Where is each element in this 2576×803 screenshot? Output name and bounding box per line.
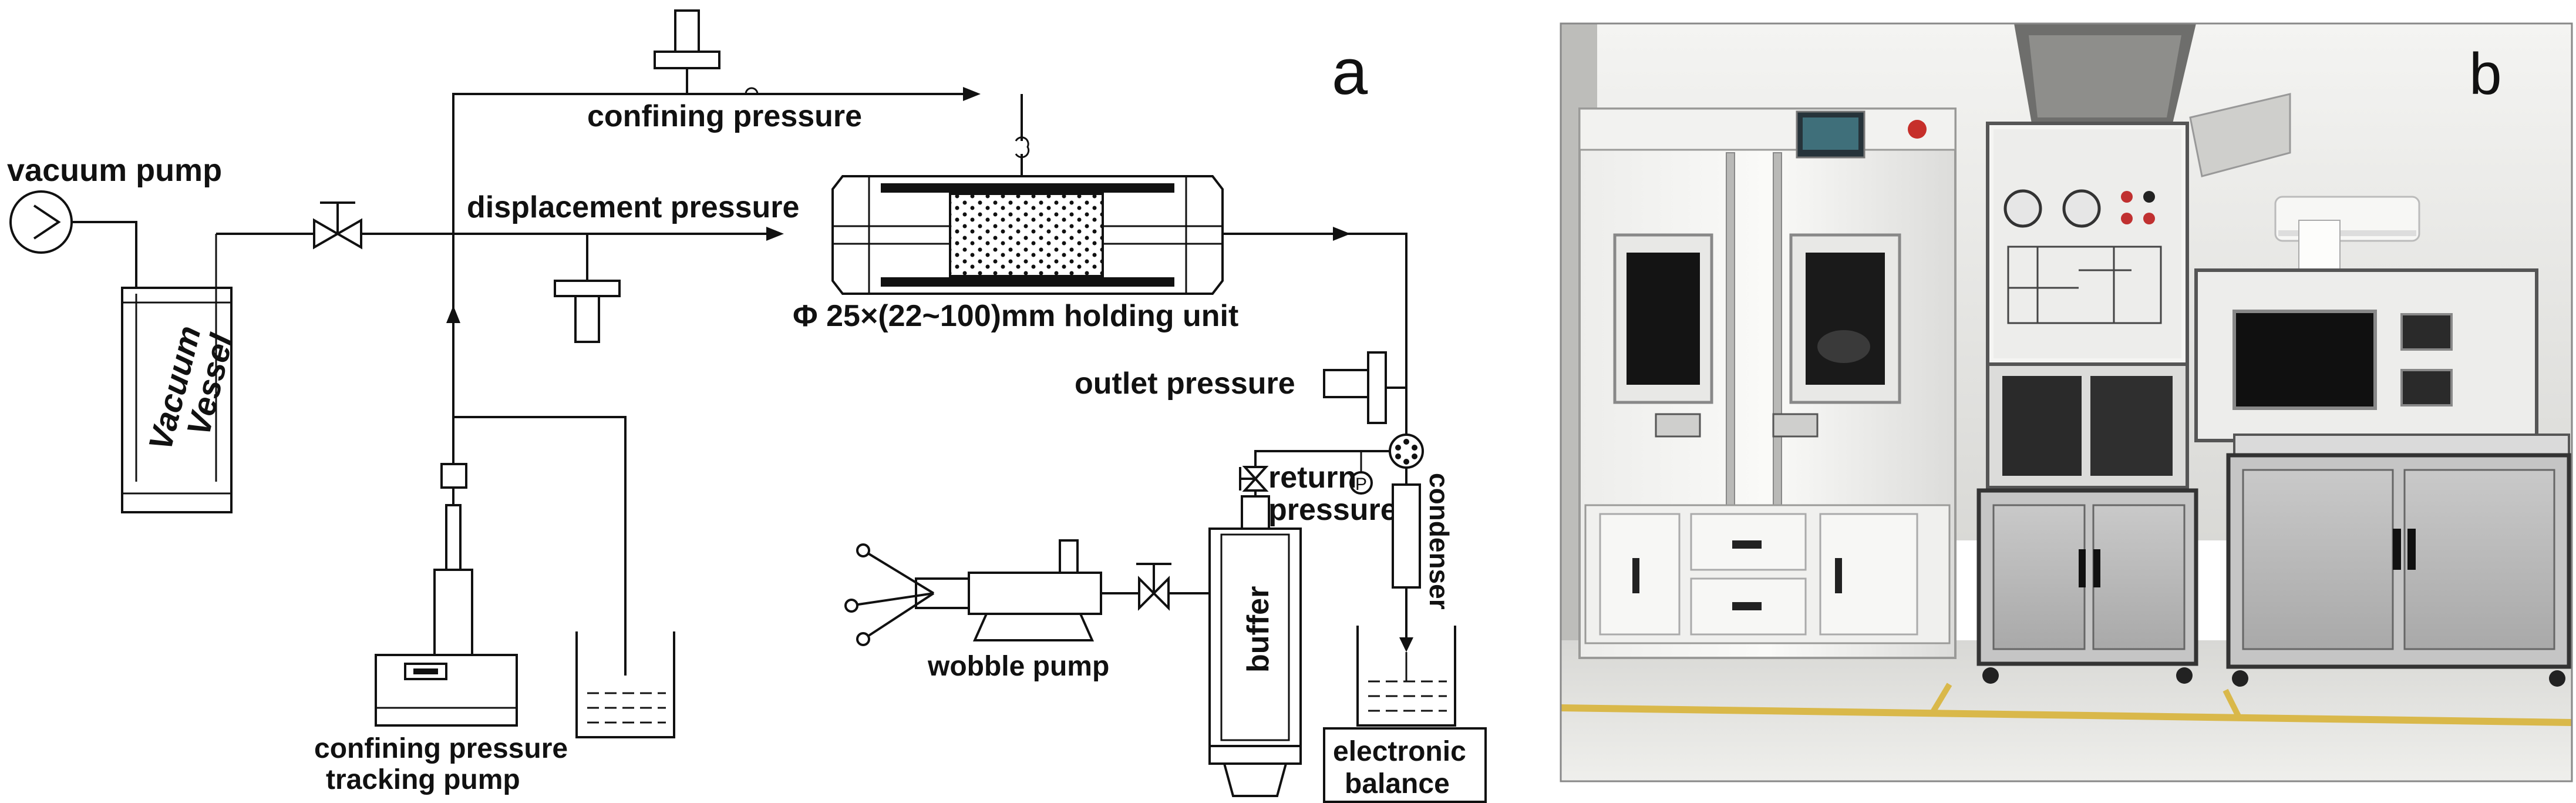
outlet-pressure-label: outlet pressure bbox=[1075, 367, 1295, 401]
vacuum-valve bbox=[313, 201, 362, 250]
panel-label-b: b bbox=[2469, 41, 2502, 107]
wobble-pump bbox=[844, 539, 1210, 646]
return-gauge-symbol: P bbox=[1355, 475, 1367, 494]
control-panel-cabinet bbox=[1976, 122, 2198, 684]
balance-label-2: balance bbox=[1345, 768, 1450, 799]
displacement-gauge bbox=[554, 234, 621, 343]
confining-line bbox=[452, 93, 963, 464]
condenser-label: condenser bbox=[1424, 473, 1454, 610]
six-way-valve bbox=[1389, 434, 1424, 469]
return-pressure-label-1: return bbox=[1268, 461, 1356, 495]
condenser bbox=[1392, 468, 1421, 652]
outlet-gauge bbox=[1323, 351, 1406, 424]
environmental-chamber bbox=[1578, 107, 1957, 659]
displacement-pressure-label: displacement pressure bbox=[467, 190, 799, 224]
confining-arrow-right bbox=[963, 87, 981, 101]
buffer-vessel bbox=[1208, 495, 1302, 797]
outlet-line bbox=[1223, 233, 1407, 435]
confining-gauge bbox=[654, 9, 720, 94]
return-pressure-label-2: pressure bbox=[1268, 493, 1398, 527]
holding-unit-label: Φ 25×(22~100)mm holding unit bbox=[793, 299, 1238, 333]
displacement-arrow bbox=[766, 227, 784, 241]
return-valve bbox=[1239, 466, 1269, 492]
tracking-pump-label-2: tracking pump bbox=[326, 764, 520, 795]
tracking-pump bbox=[375, 416, 627, 727]
electronic-balance bbox=[1323, 727, 1487, 803]
schematic-panel: a vacuum pump Vacuum Vessel displac bbox=[7, 9, 1487, 803]
outlet-arrow bbox=[1333, 227, 1351, 241]
photo-panel: b bbox=[1560, 22, 2573, 782]
vacuum-pump-symbol bbox=[9, 190, 137, 294]
buffer-label: buffer bbox=[1241, 586, 1275, 673]
vacuum-pump-label: vacuum pump bbox=[7, 153, 222, 188]
wobble-pump-label: wobble pump bbox=[927, 651, 1109, 682]
confining-arrow-up bbox=[446, 305, 460, 323]
collection-beaker bbox=[1356, 626, 1456, 727]
core-holder bbox=[831, 175, 1224, 295]
computer-cabinet bbox=[2194, 268, 2571, 687]
panel-label-a: a bbox=[1332, 36, 1368, 108]
liquid-reservoir bbox=[575, 631, 675, 738]
vacuum-vessel bbox=[121, 234, 233, 513]
tracking-pump-label-1: confining pressure bbox=[314, 733, 568, 764]
balance-label-1: electronic bbox=[1333, 736, 1466, 767]
confining-pressure-label: confining pressure bbox=[587, 99, 862, 133]
